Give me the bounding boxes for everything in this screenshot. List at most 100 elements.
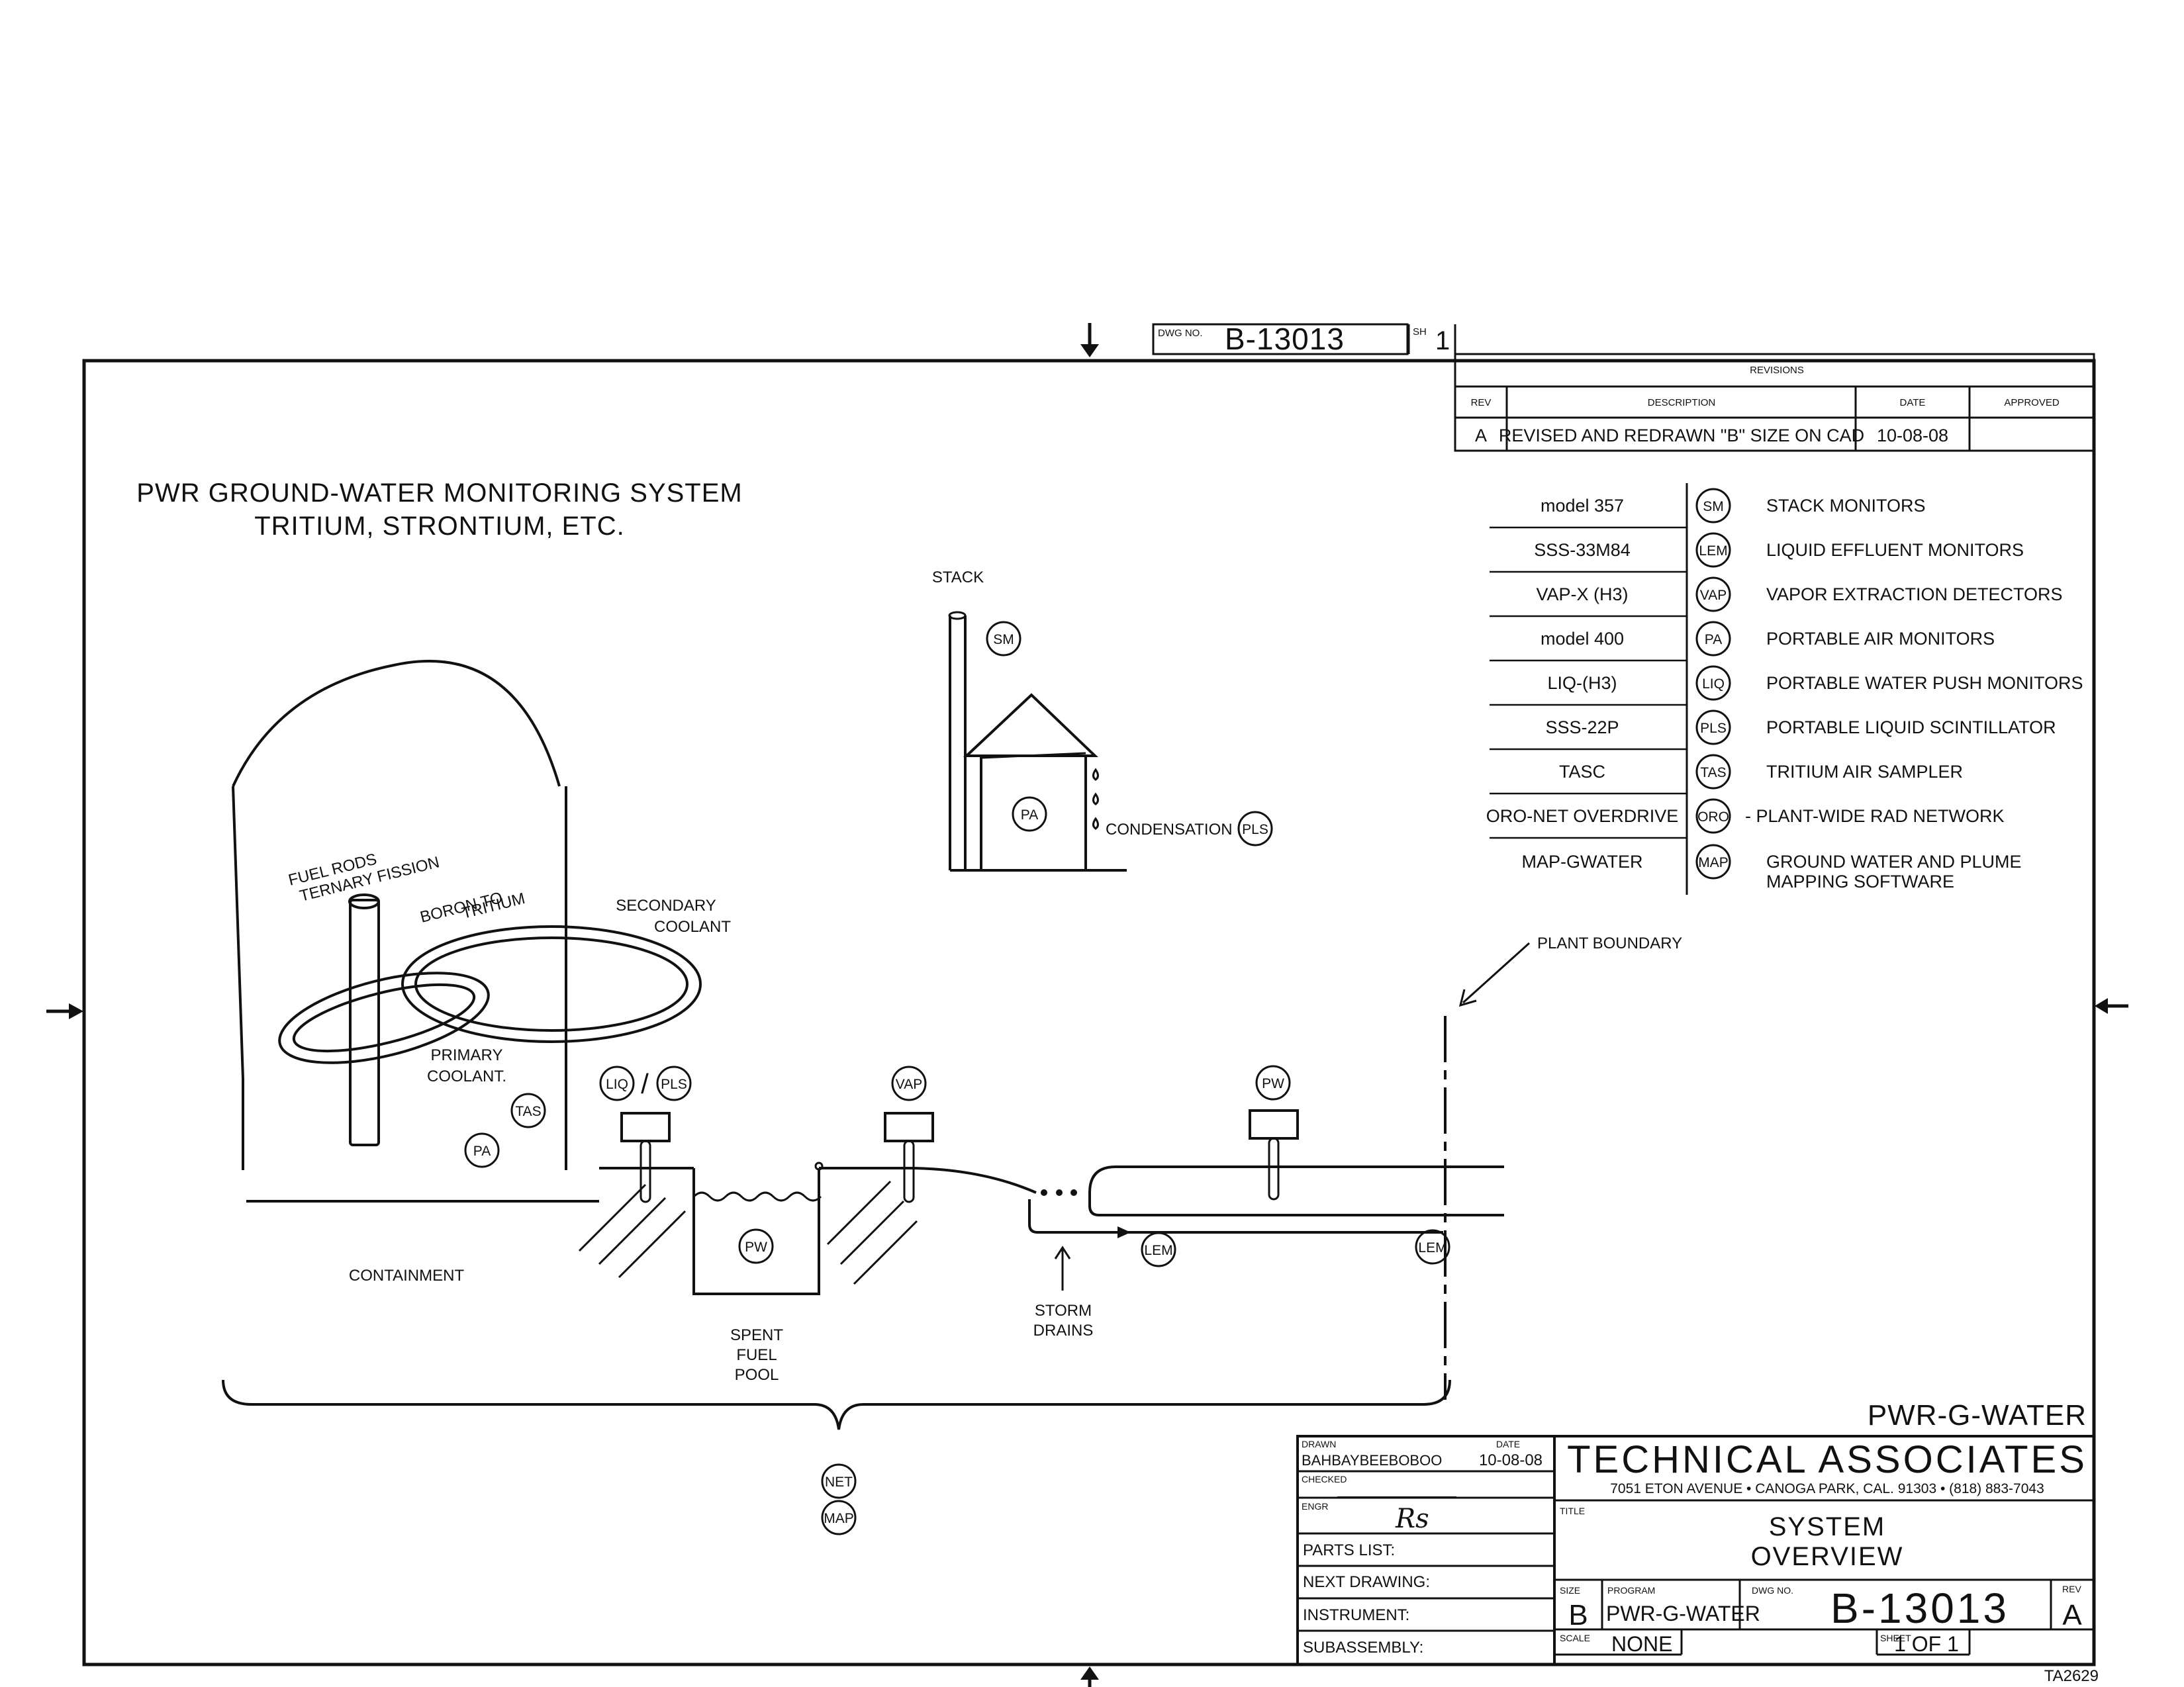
legend-code-8: MAP (1698, 855, 1729, 870)
spent-fuel-pool-label-1: SPENT (730, 1326, 783, 1344)
primary-coolant-label-2: COOLANT. (427, 1068, 506, 1085)
stack-building (950, 693, 1127, 872)
pls-marker-label: PLS (661, 1077, 687, 1092)
secondary-coolant-label-2: COOLANT (654, 918, 731, 936)
legend-marker-liq (1695, 665, 1731, 701)
legend: model 357 SM STACK MONITORS SSS-33M84 LE… (1486, 483, 2083, 895)
spent-fuel-pool-label-3: POOL (735, 1366, 779, 1384)
ground-and-pool (578, 1162, 1037, 1295)
storm-drains-label-2: DRAINS (1033, 1322, 1094, 1340)
engr-signature: Rs (1395, 1504, 1429, 1534)
drawing-title-2: OVERVIEW (1751, 1542, 1904, 1571)
spent-fuel-pool-label-2: FUEL (736, 1346, 777, 1364)
legend-desc-5: PORTABLE LIQUID SCINTILLATOR (1766, 717, 2056, 737)
legend-desc-8: GROUND WATER AND PLUME (1766, 852, 2022, 872)
sheet-label-block: SHEET (1880, 1633, 1911, 1643)
instrument-label: INSTRUMENT: (1303, 1606, 1409, 1624)
checked-label: CHECKED (1302, 1474, 1347, 1484)
drawing-ref-number: TA2629 (2044, 1667, 2099, 1685)
secondary-coolant-loop (401, 925, 702, 1043)
liq-pls-monitor (620, 1112, 671, 1203)
sheet-label-top: SH (1413, 326, 1427, 338)
size-value: B (1568, 1599, 1588, 1631)
lem-marker-2 (1415, 1229, 1450, 1265)
pa-marker-stack-label: PA (1021, 807, 1038, 823)
liq-marker (599, 1066, 635, 1101)
legend-model-4: LIQ-(H3) (1547, 673, 1617, 693)
legend-code-2: VAP (1700, 588, 1727, 603)
map-marker (821, 1500, 857, 1535)
legend-code-6: TAS (1700, 765, 1726, 780)
outer-border (82, 359, 2096, 1666)
legend-marker-oro (1695, 798, 1731, 834)
approved-col-header: APPROVED (2004, 397, 2060, 408)
legend-code-5: PLS (1700, 721, 1727, 736)
legend-marker-vap (1695, 576, 1731, 612)
center-arrow-left (46, 1003, 83, 1019)
stack-label: STACK (932, 569, 984, 586)
rev-label-block: REV (2062, 1584, 2081, 1594)
size-label: SIZE (1560, 1585, 1580, 1596)
scale-value: NONE (1611, 1632, 1672, 1656)
date-label: DATE (1496, 1439, 1520, 1449)
legend-model-2: VAP-X (H3) (1536, 584, 1628, 604)
diagram-title-line1: PWR GROUND-WATER MONITORING SYSTEM (136, 479, 742, 508)
diagram-title-line2: TRITIUM, STRONTIUM, ETC. (254, 512, 625, 541)
pw-marker-top (1255, 1065, 1291, 1101)
sm-marker (986, 621, 1021, 657)
plant-boundary-label: PLANT BOUNDARY (1537, 935, 1682, 952)
dwg-no-top: B-13013 (1225, 322, 1345, 356)
pw-marker-pool-label: PW (745, 1240, 767, 1255)
vap-marker-label: VAP (896, 1077, 922, 1092)
legend-desc-7: - PLANT-WIDE RAD NETWORK (1745, 806, 2005, 826)
company-address: 7051 ETON AVENUE • CANOGA PARK, CAL. 913… (1610, 1481, 2044, 1496)
drawn-label: DRAWN (1302, 1439, 1336, 1449)
rev-value-block: A (2062, 1599, 2082, 1631)
legend-code-3: PA (1705, 632, 1722, 647)
legend-model-5: SSS-22P (1545, 717, 1619, 737)
net-marker-label: NET (825, 1475, 853, 1490)
vap-marker (891, 1066, 927, 1101)
pls-marker-condensation-label: PLS (1242, 822, 1268, 837)
liq-pls-slash: / (641, 1068, 649, 1099)
legend-model-6: TASC (1559, 762, 1605, 782)
pa-marker-stack (1012, 796, 1047, 832)
scale-label: SCALE (1560, 1633, 1590, 1643)
legend-desc-4: PORTABLE WATER PUSH MONITORS (1766, 673, 2083, 693)
legend-model-1: SSS-33M84 (1534, 540, 1631, 560)
description-col-header: DESCRIPTION (1648, 397, 1716, 408)
drawn-by: BAHBAYBEEBOBOO (1302, 1452, 1442, 1469)
legend-model-8: MAP-GWATER (1522, 852, 1643, 872)
containment-building (232, 659, 599, 1203)
lem-marker-1 (1141, 1232, 1176, 1267)
tas-marker (510, 1093, 546, 1128)
center-arrow-right (2095, 998, 2128, 1014)
lem-marker-1-label: LEM (1144, 1243, 1172, 1258)
sheet-value-block: 1 OF 1 (1894, 1632, 1959, 1656)
title-block (1296, 1435, 2095, 1666)
condensation-drops (1092, 768, 1099, 830)
map-marker-label: MAP (824, 1511, 854, 1526)
secondary-coolant-label-1: SECONDARY (616, 897, 716, 915)
pa-marker-containment (464, 1132, 500, 1168)
parts-list-label: PARTS LIST: (1303, 1541, 1395, 1559)
legend-code-4: LIQ (1702, 676, 1725, 692)
legend-desc-8b: MAPPING SOFTWARE (1766, 872, 1954, 891)
date-value: 10-08-08 (1479, 1451, 1543, 1469)
dwg-no-label-top: DWG NO. (1158, 328, 1203, 339)
containment-label: CONTAINMENT (349, 1267, 465, 1285)
dwg-no-label-block: DWG NO. (1752, 1585, 1793, 1596)
drawing-title-1: SYSTEM (1769, 1512, 1885, 1541)
lem-marker-2-label: LEM (1418, 1240, 1447, 1255)
revision-rev: A (1475, 426, 1487, 445)
legend-marker-map (1695, 844, 1731, 880)
legend-marker-lem (1695, 532, 1731, 568)
legend-marker-pls (1695, 709, 1731, 745)
pw-marker-pool (738, 1228, 774, 1264)
pw-marker-top-label: PW (1262, 1076, 1284, 1091)
revisions-title: REVISIONS (1750, 365, 1804, 376)
title-label: TITLE (1560, 1506, 1585, 1516)
primary-coolant-label-1: PRIMARY (431, 1046, 503, 1064)
legend-desc-1: LIQUID EFFLUENT MONITORS (1766, 540, 2024, 560)
vap-monitor (884, 1112, 934, 1203)
